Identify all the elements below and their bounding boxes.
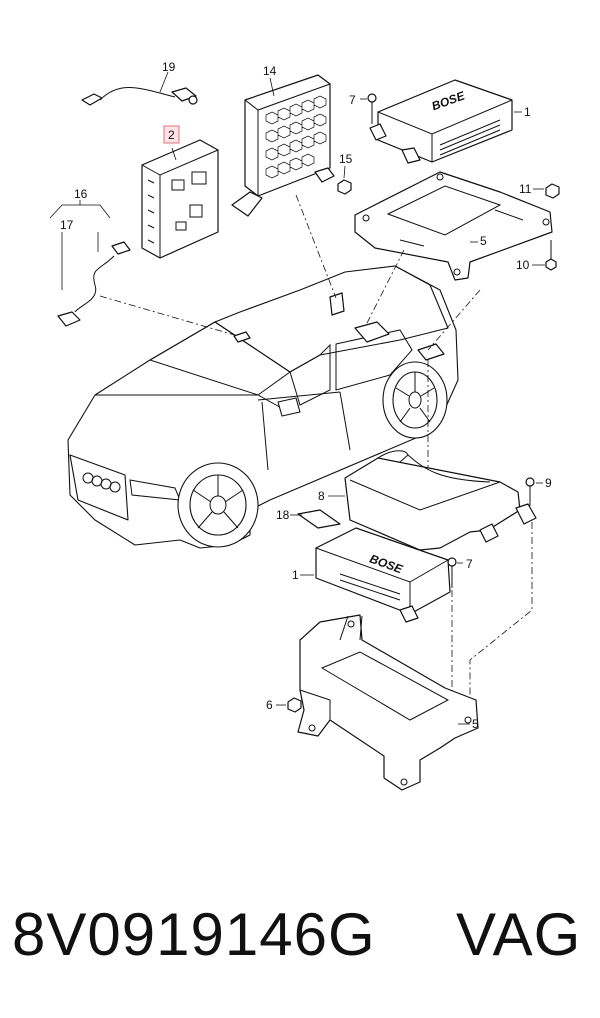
callout-2: 2: [168, 128, 175, 142]
parts-exploded-diagram: 19 2 14 15: [49, 60, 560, 791]
callout-7-lower: 7: [466, 557, 473, 571]
antenna-cable-part-19: [81, 71, 198, 106]
lower-bracket-part-5: [297, 614, 479, 791]
caption-bar: 8V0919146G VAG: [0, 895, 600, 975]
cable-harness-part-16-17: [49, 200, 131, 327]
callout-5-upper: 5: [480, 234, 487, 248]
callout-5-lower: 5: [472, 717, 479, 731]
callout-18: 18: [276, 508, 290, 522]
brand-label: VAG: [456, 901, 582, 968]
nut-part-6: [276, 697, 302, 713]
nut-part-15: [337, 165, 352, 195]
callout-17: 17: [60, 218, 74, 232]
bolt-part-10: [532, 240, 557, 271]
callout-7-upper: 7: [349, 93, 356, 107]
label-part-18: [290, 509, 341, 529]
car-illustration: [67, 265, 459, 549]
callout-6: 6: [266, 698, 273, 712]
cover-part-8: [328, 450, 537, 551]
location-leaders: [99, 194, 533, 700]
callout-9: 9: [545, 476, 552, 490]
screw-part-7-lower: [447, 557, 463, 588]
callout-11: 11: [519, 182, 532, 196]
part-number: 8V0919146G: [12, 901, 376, 968]
callout-2-highlight: [163, 125, 180, 144]
callout-15: 15: [339, 152, 353, 166]
callout-16: 16: [74, 187, 88, 201]
callout-10: 10: [516, 258, 530, 272]
callout-14: 14: [263, 64, 277, 78]
nut-part-11: [533, 183, 560, 199]
callout-8: 8: [318, 489, 325, 503]
control-unit-part-2: [141, 139, 219, 259]
screw-part-7-upper: [360, 93, 377, 124]
callout-1-upper: 1: [524, 105, 531, 119]
callout-1-lower: 1: [292, 568, 299, 582]
honeycomb-module-part-14: [231, 74, 335, 217]
screw-part-9: [525, 477, 543, 506]
callout-19: 19: [162, 60, 176, 74]
lower-amplifier-part-1: BOSE: [300, 527, 451, 623]
upper-amplifier-part-1: BOSE: [369, 79, 522, 164]
upper-bracket-part-5: [354, 171, 553, 281]
